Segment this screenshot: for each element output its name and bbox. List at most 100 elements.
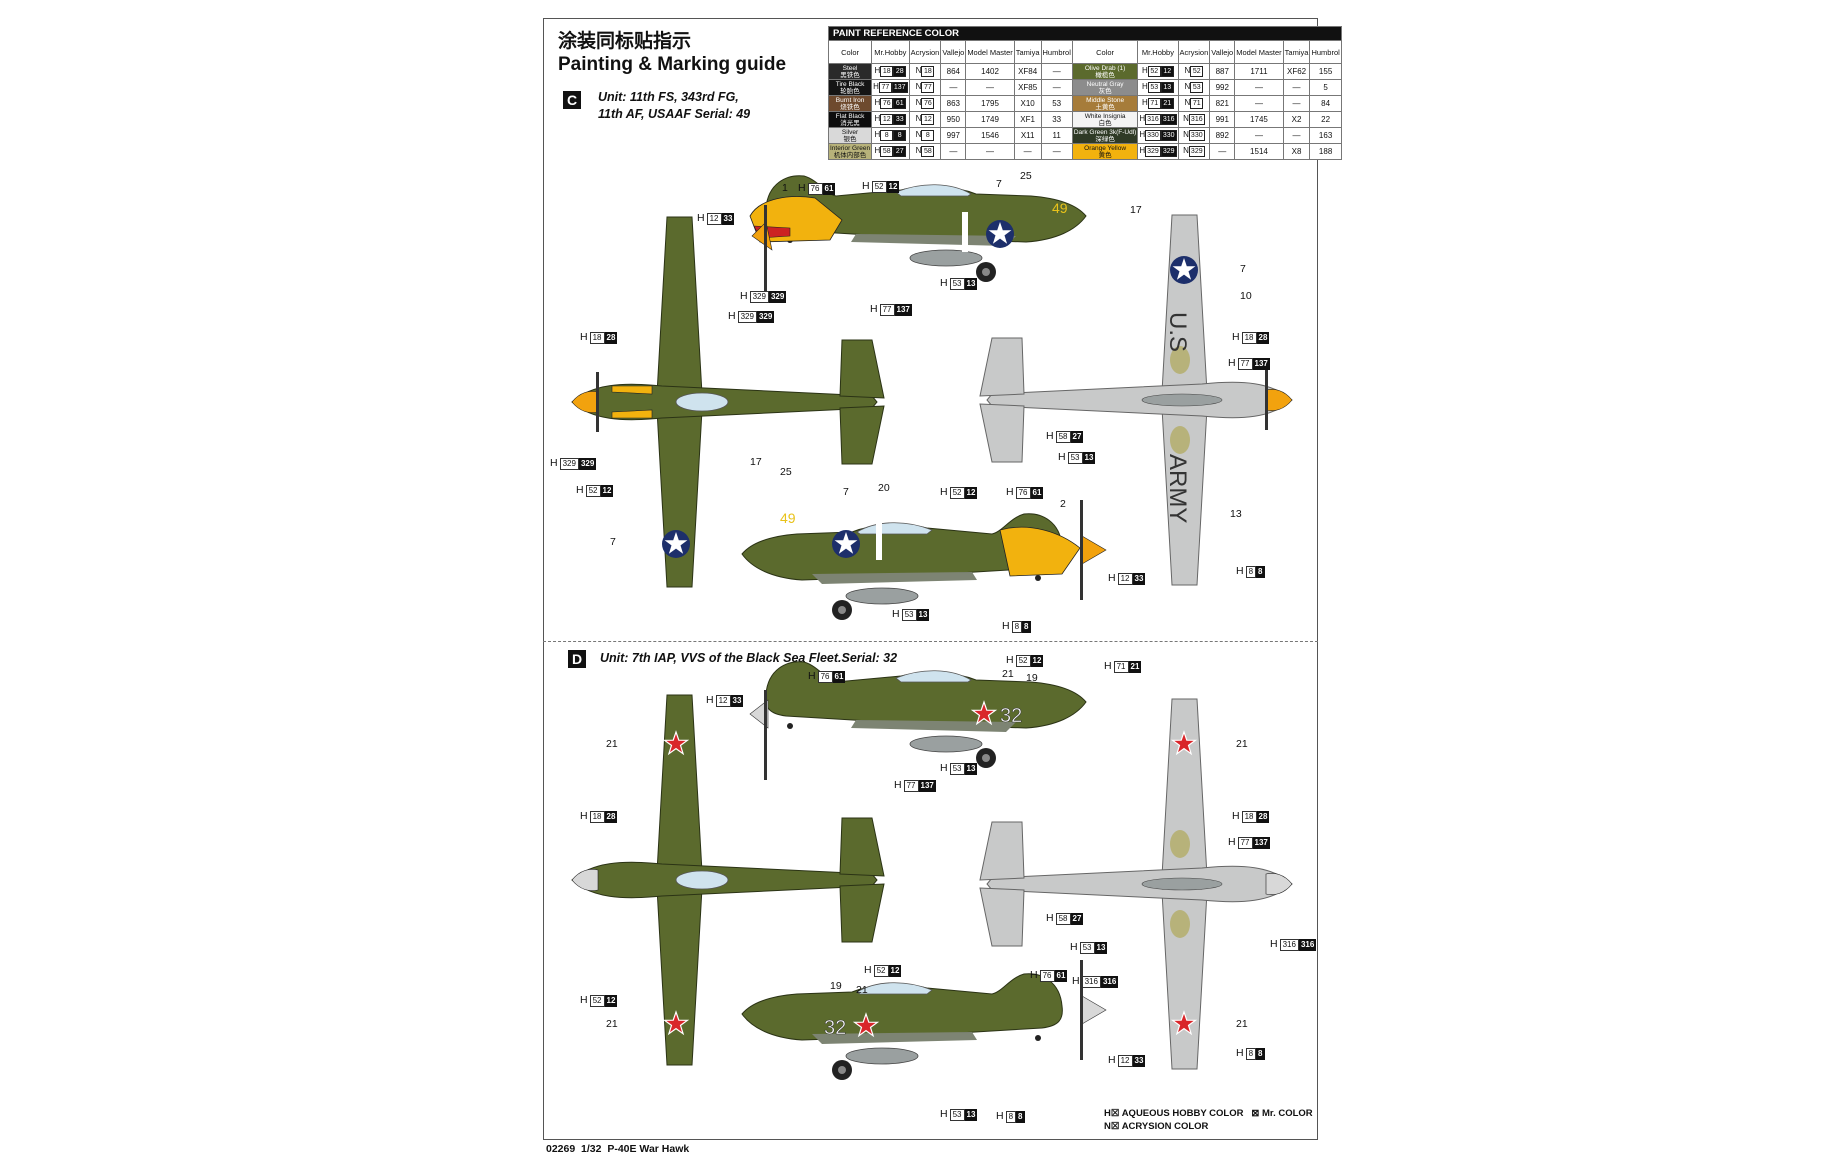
legend-h-text: AQUEOUS HOBBY COLOR	[1121, 1108, 1244, 1119]
d-bottom-view	[979, 698, 1293, 1070]
footer-scale: 1/32	[581, 1143, 602, 1155]
callout-2: 2	[1060, 498, 1066, 510]
callout-7b: 7	[1240, 263, 1246, 275]
c-serial-2: 49	[780, 510, 796, 526]
callout-d19b: 19	[830, 980, 842, 992]
swatch: Dark Green 3k(F-Udl)深绿色	[1071, 127, 1139, 144]
callout-13: 13	[1230, 508, 1242, 520]
legend-h-label: H	[1104, 1108, 1111, 1119]
th-vallejo-2: Vallejo	[1209, 40, 1236, 64]
humbrol-code: —	[1040, 79, 1073, 96]
th-mrhobby: Mr.Hobby	[871, 40, 910, 64]
scheme-d-unit: Unit: 7th IAP, VVS of the Black Sea Flee…	[600, 651, 898, 665]
c-bottom-view	[979, 214, 1293, 586]
callout-d21d: 21	[856, 984, 868, 996]
scheme-c-line2: 11th AF, USAAF Serial: 49	[598, 107, 751, 121]
title-english: Painting & Marking guide	[558, 54, 787, 75]
scheme-c-unit: Unit: 11th FS, 343rd FG, 11th AF, USAAF …	[598, 89, 750, 123]
humbrol-code: —	[1040, 143, 1073, 160]
th-modelmaster-2: Model Master	[1234, 40, 1284, 64]
callout-1: 1	[782, 182, 788, 194]
c-top-view	[571, 216, 885, 588]
callout-25: 25	[1020, 170, 1032, 182]
humbrol-code: 188	[1309, 143, 1342, 160]
d-side-view-2	[741, 973, 1063, 1081]
callout-20: 20	[878, 482, 890, 494]
footer-name: P-40E War Hawk	[607, 1143, 690, 1155]
th-tamiya-2: Tamiya	[1282, 40, 1311, 64]
d-serial-1: 32	[1000, 705, 1022, 727]
legend-mr-text: Mr. COLOR	[1261, 1108, 1313, 1119]
legend-n-text: ACRYSION COLOR	[1121, 1121, 1209, 1132]
th-humbrol: Humbrol	[1040, 40, 1073, 64]
c-side-insignia-1	[986, 220, 1014, 248]
callout-17: 17	[1130, 204, 1142, 216]
legend-n: N☒ ACRYSION COLOR	[1104, 1121, 1209, 1132]
humbrol-code: 5	[1309, 79, 1342, 96]
d-serial-2: 32	[824, 1017, 846, 1039]
swatch: Olive Drab (1)橄榄色	[1071, 63, 1139, 80]
callout-d21c: 21	[1236, 738, 1248, 750]
instruction-sheet	[543, 18, 1318, 1140]
modelmaster-code: —	[965, 143, 1015, 160]
footer-code: 02269	[546, 1143, 576, 1155]
callout-7d: 7	[610, 536, 616, 548]
scheme-c-line1: Unit: 11th FS, 343rd FG,	[598, 90, 739, 104]
scheme-d-badge: D	[568, 650, 586, 668]
th-modelmaster: Model Master	[965, 40, 1015, 64]
callout-25b: 25	[780, 466, 792, 478]
